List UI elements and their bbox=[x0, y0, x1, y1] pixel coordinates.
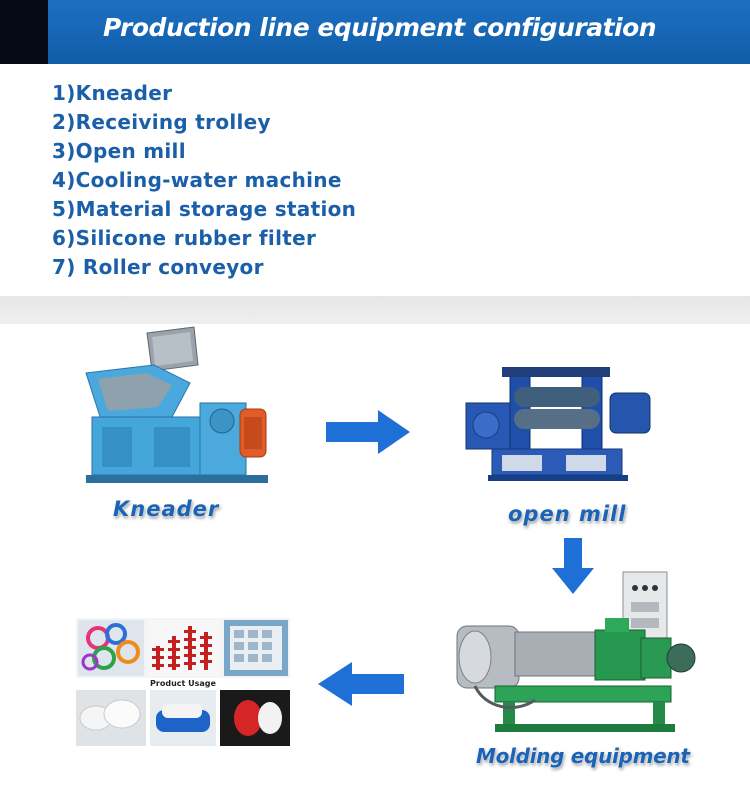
equipment-item-cooling-water-machine: 4)Cooling-water machine bbox=[52, 168, 342, 192]
equipment-item-material-storage-station: 5)Material storage station bbox=[52, 197, 357, 221]
open-mill-machine-image bbox=[465, 367, 651, 481]
arrow-right-icon bbox=[326, 410, 410, 454]
equipment-item-kneader: 1)Kneader bbox=[52, 81, 173, 105]
page-title: Production line equipment configuration bbox=[103, 13, 657, 42]
equipment-item-roller-conveyor: 7) Roller conveyor bbox=[52, 255, 264, 279]
kneader-caption: Kneader bbox=[113, 497, 220, 521]
arrow-left-icon bbox=[318, 662, 404, 706]
equipment-item-open-mill: 3)Open mill bbox=[52, 139, 186, 163]
molding-equipment-caption: Molding equipment bbox=[476, 744, 690, 768]
equipment-item-silicone-rubber-filter: 6)Silicone rubber filter bbox=[52, 226, 317, 250]
section-divider bbox=[0, 296, 750, 324]
equipment-list: 1)Kneader 2)Receiving trolley 3)Open mil… bbox=[52, 79, 356, 282]
equipment-item-receiving-trolley: 2)Receiving trolley bbox=[52, 110, 271, 134]
product-usage-label: Product Usage bbox=[76, 678, 290, 690]
arrow-down-icon bbox=[552, 538, 594, 594]
molding-equipment-image bbox=[456, 571, 696, 732]
banner-accent bbox=[0, 0, 48, 64]
open-mill-caption: open mill bbox=[508, 502, 627, 526]
kneader-machine-image bbox=[85, 326, 268, 483]
header-banner: Production line equipment configuration bbox=[0, 0, 750, 64]
product-usage-image bbox=[76, 618, 290, 746]
